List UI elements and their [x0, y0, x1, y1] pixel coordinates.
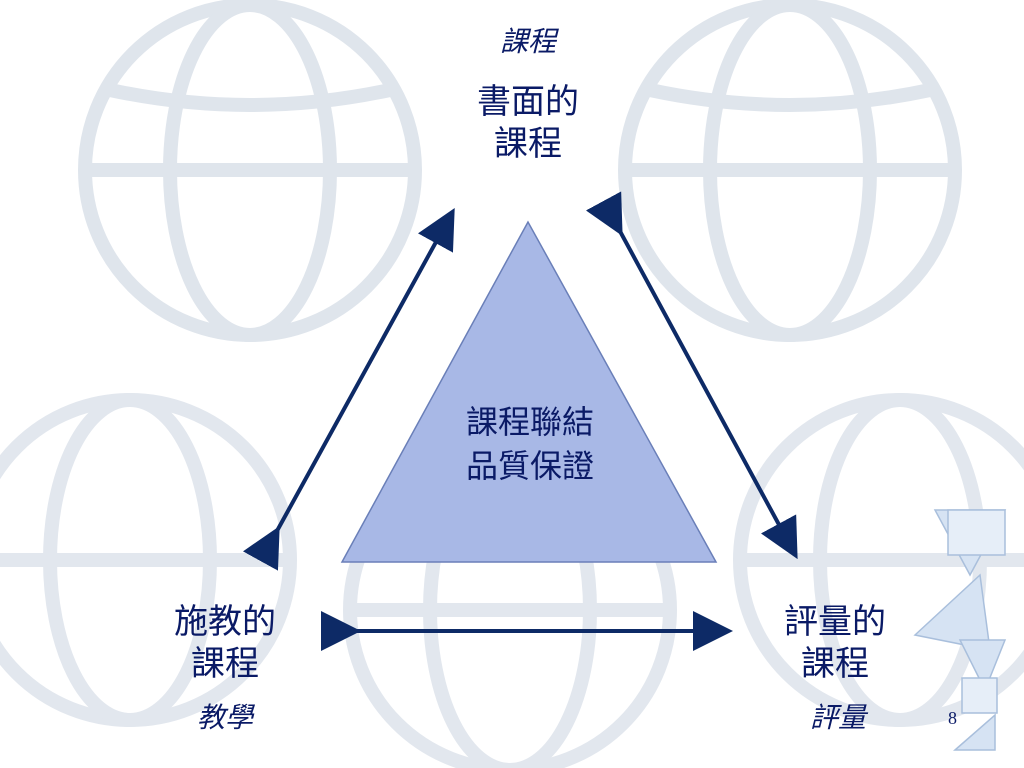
- top-node-caption: 課程: [499, 25, 556, 58]
- globe-icon: [733, 393, 1024, 727]
- arrow-top-right: [585, 191, 798, 560]
- top-node-title-line1: 書面的: [477, 82, 579, 122]
- top-node-title-line2: 課程: [494, 124, 562, 164]
- center-label-line1: 課程聯結: [465, 403, 594, 441]
- right-node-title-line1: 評量的: [784, 602, 886, 642]
- left-node-title-line2: 課程: [191, 644, 259, 684]
- center-label-line2: 品質保證: [465, 447, 594, 485]
- right-node-caption: 評量: [809, 701, 866, 734]
- left-node-title-line1: 施教的: [174, 602, 276, 642]
- center-label: 課程聯結 品質保證: [420, 400, 640, 488]
- center-triangle: [340, 220, 718, 563]
- left-node-caption: 教學: [196, 701, 253, 734]
- page-number: 8: [948, 708, 957, 728]
- arrow-left-top: [242, 207, 455, 571]
- right-node-title-line2: 課程: [801, 644, 869, 684]
- corner-decoration: [913, 509, 1007, 751]
